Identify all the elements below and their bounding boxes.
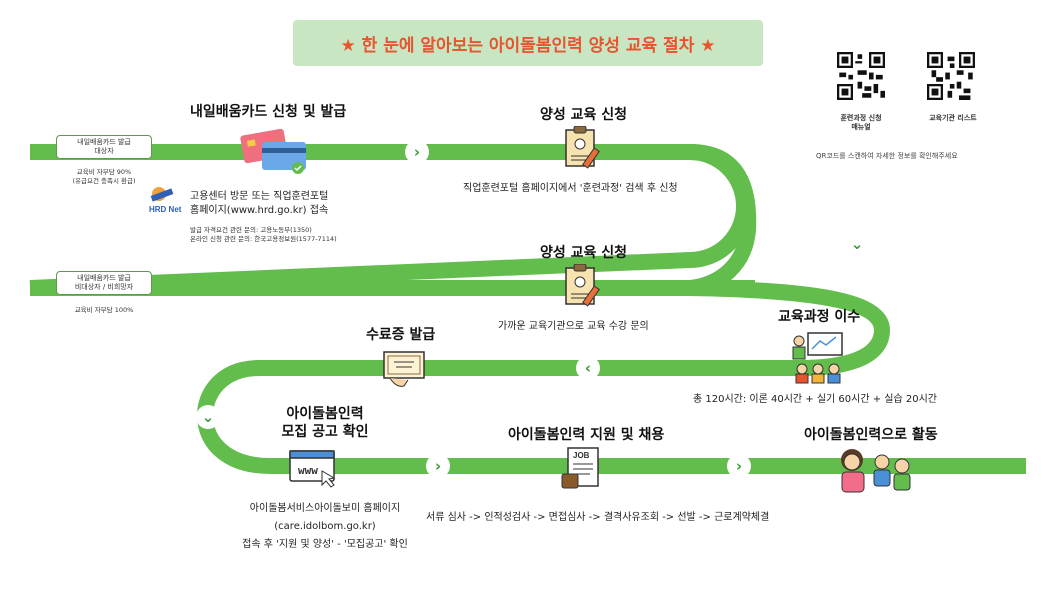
active-step-title: 아이돌봄인력으로 활동	[804, 427, 938, 443]
apply-step-description-1: 직업훈련포털 홈페이지에서 '훈련과정' 검색 후 신청	[463, 183, 678, 194]
hrd-net-logo-icon: HRD Net	[149, 187, 182, 214]
qr-code-icon	[837, 52, 885, 100]
hire-step-description: 서류 심사 -> 인적성검사 -> 면접심사 -> 결격사유조회 -> 선발 -…	[426, 512, 770, 523]
arrow-left-icon: ‹	[576, 356, 600, 380]
application-form-icon	[565, 264, 600, 307]
certificate-icon	[383, 351, 425, 387]
qr-code-icon	[927, 52, 975, 100]
card-step-title: 내일배움카드 신청 및 발급	[190, 104, 347, 120]
job-application-icon: JOB	[561, 447, 599, 489]
credit-card-icon	[240, 128, 306, 174]
qr-label-institutions: 교육기관 리스트	[929, 114, 977, 122]
classroom-icon	[792, 332, 843, 384]
hire-step-title: 아이돌봄인력 지원 및 채용	[508, 427, 665, 443]
card-ineligible-note: 교육비 자부담 100%	[74, 306, 134, 314]
application-form-icon	[565, 126, 600, 169]
course-step-description: 총 120시간: 이론 40시간 + 실기 60시간 + 실습 20시간	[693, 394, 937, 405]
page-title: ★ 한 눈에 알아보는 아이돌봄인력 양성 교육 절차 ★	[340, 35, 716, 56]
certificate-step-title: 수료증 발급	[366, 327, 436, 343]
arrow-down-icon: ⌄	[845, 232, 869, 256]
card-eligible-note: 교육비 자부담 90%(유급요건 충족시 환급)	[72, 168, 136, 185]
website-icon: www	[289, 450, 336, 488]
recruit-step-description: 아이돌봄서비스아이돌보미 홈페이지 (care.idolbom.go.kr) 접…	[242, 503, 408, 550]
caregiver-children-icon	[841, 449, 911, 493]
svg-text:HRD Net: HRD Net	[149, 205, 182, 214]
apply-step-title-2: 양성 교육 신청	[540, 245, 628, 261]
title-banner: ★ 한 눈에 알아보는 아이돌봄인력 양성 교육 절차 ★	[293, 20, 763, 66]
path-right-curve	[688, 144, 757, 296]
svg-text:www: www	[298, 464, 318, 477]
arrow-down-icon: ⌄	[196, 405, 220, 429]
apply-step-title-1: 양성 교육 신청	[540, 107, 628, 123]
svg-text:JOB: JOB	[573, 451, 590, 460]
apply-step-description-2: 가까운 교육기관으로 교육 수강 문의	[498, 321, 649, 332]
course-step-title: 교육과정 이수	[778, 309, 861, 325]
arrow-right-icon: ›	[405, 140, 429, 164]
card-step-contact: 발급 자격요건 관련 문의: 고용노동부(1350)온라인 신청 관련 문의: …	[190, 226, 337, 243]
arrow-right-icon: ›	[426, 454, 450, 478]
arrow-right-icon: ›	[727, 454, 751, 478]
qr-note: QR코드를 스캔하여 자세한 정보를 확인해주세요	[816, 152, 958, 160]
